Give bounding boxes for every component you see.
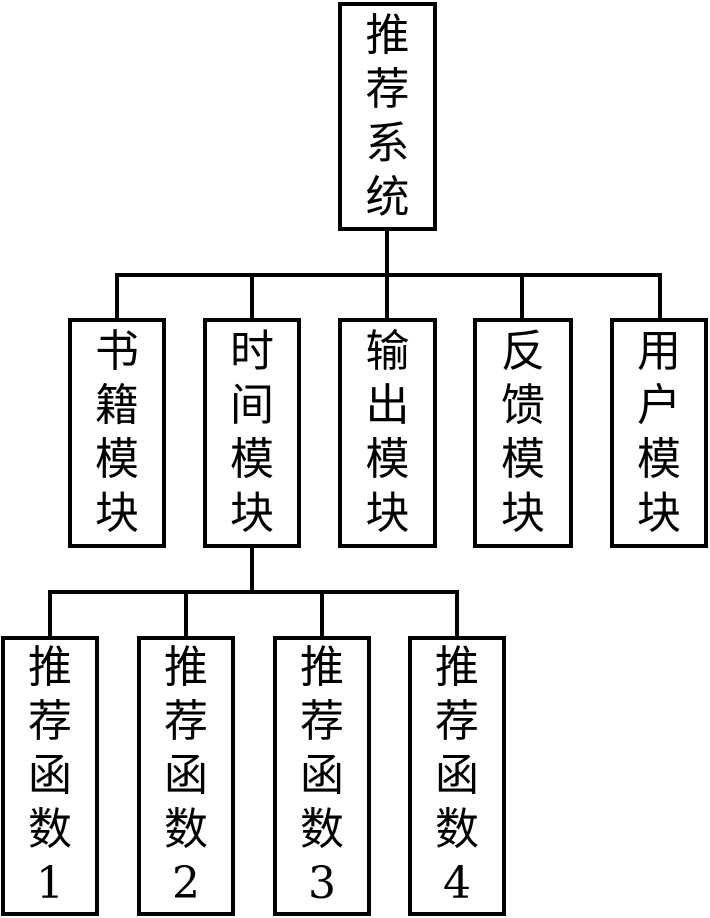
connector-functions-bar xyxy=(48,590,459,594)
connector-to-function-2 xyxy=(184,590,188,638)
connector-to-time-module xyxy=(250,273,254,320)
function-node-3: 推 荐 函 数 3 xyxy=(273,636,371,916)
function-node-label: 推 荐 函 数 1 xyxy=(28,642,72,909)
function-node-label: 推 荐 函 数 3 xyxy=(300,642,344,909)
connector-time-stem xyxy=(250,546,254,594)
function-node-label: 推 荐 函 数 4 xyxy=(435,642,479,909)
module-node-label: 用 户 模 块 xyxy=(637,326,681,539)
connector-to-function-3 xyxy=(320,590,324,638)
connector-to-books-module xyxy=(115,273,119,320)
connector-root-stem xyxy=(385,229,389,277)
module-node-label: 输 出 模 块 xyxy=(365,326,410,539)
module-node-label: 反 馈 模 块 xyxy=(501,326,545,539)
connector-to-user-module xyxy=(658,273,662,320)
connector-to-output-module xyxy=(385,273,389,320)
module-node-time: 时 间 模 块 xyxy=(203,318,301,548)
connector-to-function-1 xyxy=(48,590,52,638)
connector-to-feedback-module xyxy=(520,273,524,320)
function-node-2: 推 荐 函 数 2 xyxy=(137,636,235,916)
module-node-books: 书 籍 模 块 xyxy=(68,318,166,548)
connector-to-function-4 xyxy=(455,590,459,638)
module-node-feedback: 反 馈 模 块 xyxy=(473,318,573,548)
module-node-label: 时 间 模 块 xyxy=(230,326,274,539)
module-node-user: 用 户 模 块 xyxy=(610,318,708,548)
root-node-label: 推 荐 系 统 xyxy=(365,9,410,223)
function-node-label: 推 荐 函 数 2 xyxy=(164,642,208,909)
module-node-output: 输 出 模 块 xyxy=(338,318,437,548)
function-node-1: 推 荐 函 数 1 xyxy=(1,636,99,916)
root-node-recommendation-system: 推 荐 系 统 xyxy=(338,2,437,231)
module-node-label: 书 籍 模 块 xyxy=(95,326,139,539)
function-node-4: 推 荐 函 数 4 xyxy=(408,636,506,916)
